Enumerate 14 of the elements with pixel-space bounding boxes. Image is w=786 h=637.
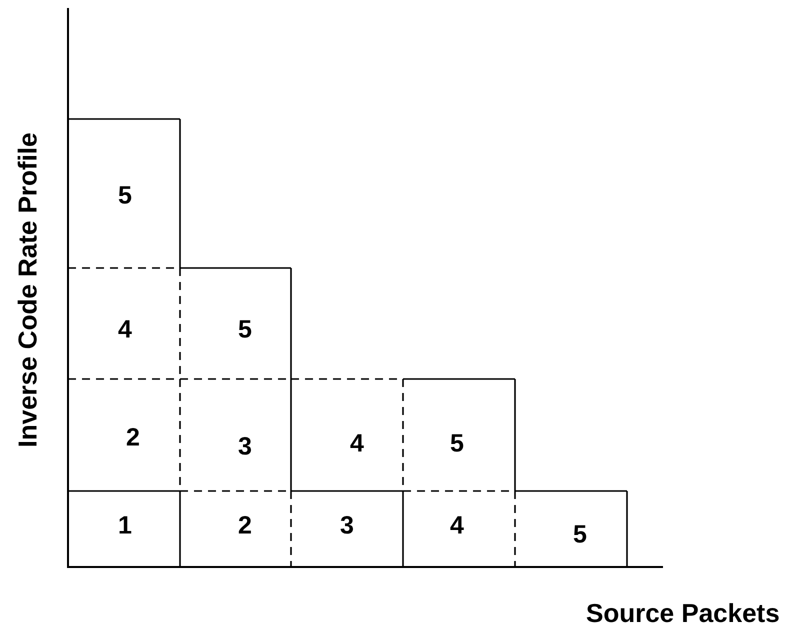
packet-number: 2 <box>238 514 252 538</box>
packet-number: 3 <box>340 514 354 538</box>
packet-number: 1 <box>118 514 132 538</box>
packet-number: 4 <box>118 318 132 342</box>
packet-number: 4 <box>350 432 364 456</box>
packet-number: 4 <box>450 514 464 538</box>
axis-title: Source Packets <box>586 597 780 630</box>
packet-number: 5 <box>118 184 132 208</box>
packet-number: 3 <box>238 434 252 460</box>
packet-number: 5 <box>238 318 252 342</box>
axis-title: Inverse Code Rate Profile <box>12 132 44 448</box>
packet-number: 5 <box>573 522 587 548</box>
packet-number: 2 <box>126 426 140 450</box>
packet-number: 5 <box>450 432 464 456</box>
